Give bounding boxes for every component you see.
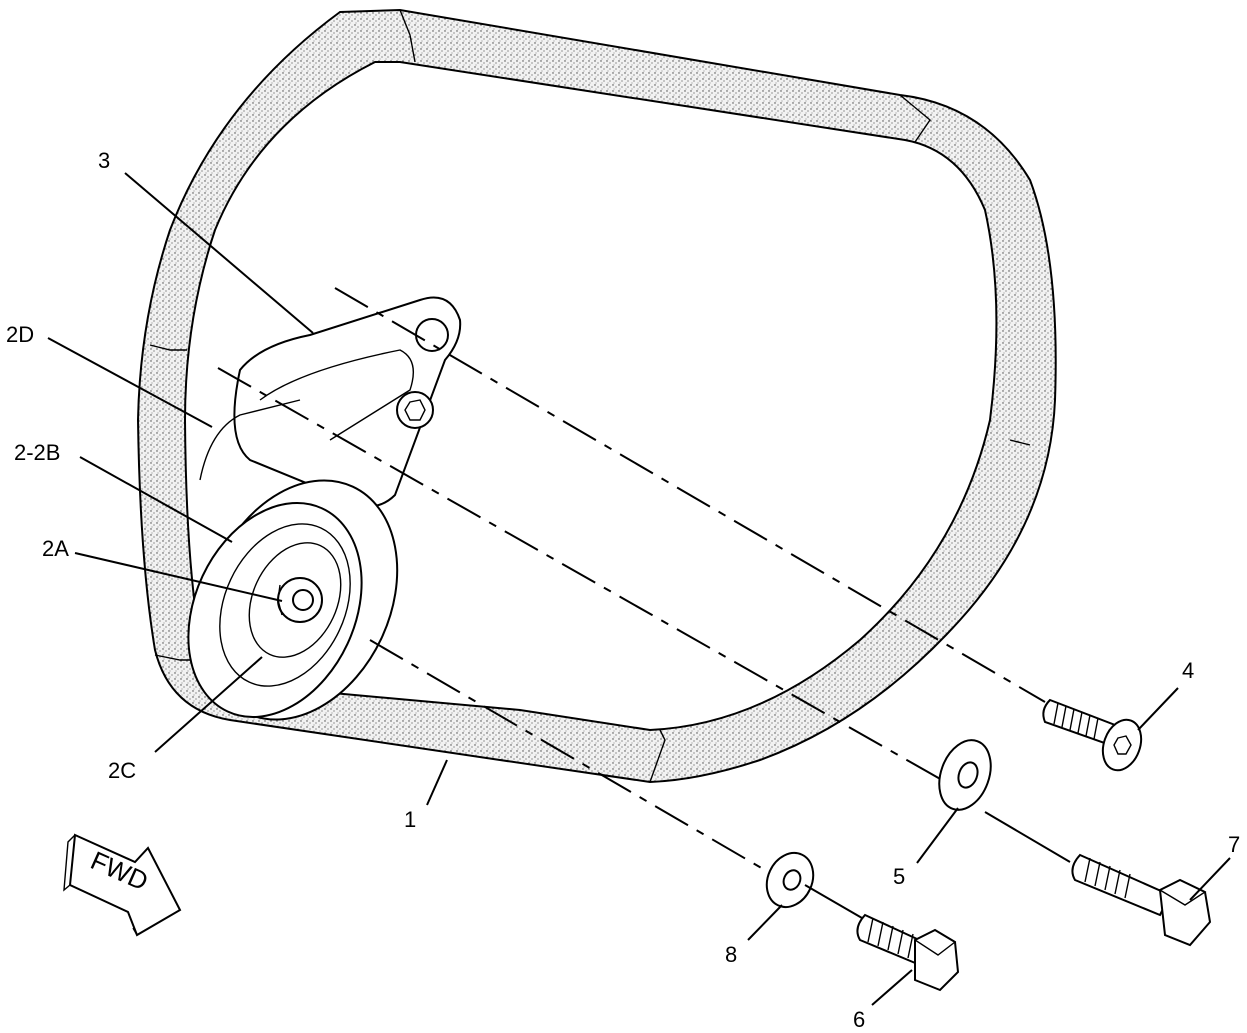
label-tensioner-2d: 2D (6, 322, 34, 347)
label-countersunk-bolt: 4 (1182, 658, 1194, 683)
label-large-washer: 5 (893, 864, 905, 889)
idler-pulley-assembly (187, 479, 399, 721)
label-tensioner-2c: 2C (108, 758, 136, 783)
hex-bolt-lower (856, 913, 960, 992)
label-belt: 1 (404, 807, 416, 832)
label-bracket: 3 (98, 148, 110, 173)
tensioner-bracket (199, 296, 462, 508)
label-hex-bolt-upper: 7 (1228, 832, 1240, 857)
large-washer (938, 739, 992, 811)
assembly-centerlines (217, 287, 1071, 919)
label-tensioner-assembly: 2-2B (14, 440, 60, 465)
label-tensioner-2a: 2A (42, 536, 69, 561)
hex-bolt-upper (1071, 853, 1212, 947)
leader-lines (47, 172, 1231, 1006)
small-washer (765, 851, 815, 909)
forward-direction-arrow: FWD (63, 833, 182, 937)
label-hex-bolt-lower: 6 (853, 1007, 865, 1032)
countersunk-bolt (1042, 698, 1143, 772)
label-small-washer: 8 (725, 942, 737, 967)
